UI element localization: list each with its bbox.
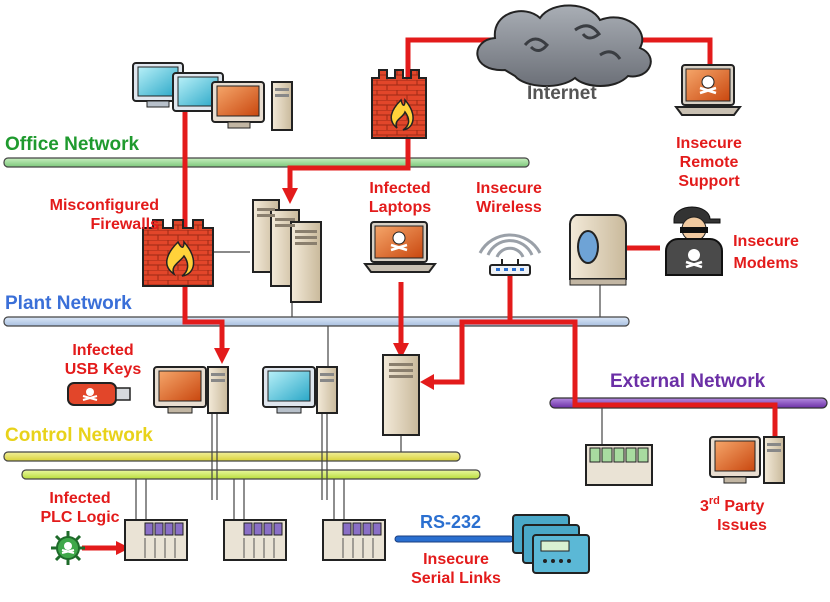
workstation-icon [153, 366, 229, 414]
threat-insecure-serial-links: Insecure Serial Links [411, 551, 501, 587]
cloud-icon [476, 4, 652, 88]
modem-icon [568, 214, 627, 286]
firewall-icon [371, 69, 427, 139]
plc-rack-icon [322, 519, 386, 561]
threat-third-party-issues: 3rd Party Issues [700, 495, 767, 534]
plc-rack-icon [223, 519, 287, 561]
threat-insecure-remote-support: Insecure Remote Support [676, 135, 742, 190]
svg-text:3rd Party: 3rd Party [700, 495, 764, 515]
workstation-icon [211, 81, 293, 131]
svg-text:Insecure: Insecure [676, 135, 742, 152]
workstation-icon [262, 366, 338, 414]
svg-text:Firewalls: Firewalls [91, 216, 160, 233]
svg-text:USB Keys: USB Keys [65, 361, 142, 378]
laptop-icon [674, 64, 742, 116]
internet-label: Internet [527, 83, 597, 104]
laptop-icon [363, 221, 437, 273]
rs232-label: RS-232 [420, 512, 481, 532]
plc-rack-icon [124, 519, 188, 561]
server-icon [382, 354, 420, 436]
threat-infected-usb-keys: Infected USB Keys [65, 342, 142, 378]
threat-infected-laptops: Infected Laptops [369, 180, 431, 216]
office-network-label: Office Network [5, 134, 140, 155]
hacker-icon [665, 206, 723, 276]
plc-rack-icon [585, 444, 653, 486]
svg-text:Infected: Infected [369, 180, 430, 197]
server-icon [252, 199, 322, 303]
svg-text:Misconfigured: Misconfigured [50, 197, 159, 214]
threat-insecure-modems: Insecure Modems [733, 233, 799, 272]
threat-misconfigured-firewalls: Misconfigured Firewalls [50, 197, 159, 233]
office-network-bus [3, 157, 530, 168]
control-network-bus-2 [21, 469, 481, 480]
workstation-icon [132, 62, 184, 108]
svg-text:Infected: Infected [72, 342, 133, 359]
svg-text:Laptops: Laptops [369, 199, 431, 216]
svg-text:Modems: Modems [734, 255, 799, 272]
svg-text:Infected: Infected [49, 490, 110, 507]
svg-text:Insecure: Insecure [476, 180, 542, 197]
plant-network-label: Plant Network [5, 293, 132, 314]
rs232-link [394, 535, 514, 543]
virus-icon [51, 531, 85, 565]
svg-text:Issues: Issues [717, 517, 767, 534]
firewall-icon [142, 219, 214, 287]
svg-text:Remote: Remote [680, 154, 739, 171]
external-network-label: External Network [610, 371, 766, 392]
svg-text:Insecure: Insecure [423, 551, 489, 568]
svg-text:Wireless: Wireless [476, 199, 542, 216]
workstation-icon [709, 436, 785, 484]
usb-key-icon [67, 382, 131, 406]
wireless-access-point-icon [478, 233, 542, 276]
svg-text:Serial Links: Serial Links [411, 570, 501, 587]
serial-device-icon [512, 514, 590, 574]
threat-insecure-wireless: Insecure Wireless [476, 180, 542, 216]
svg-text:PLC Logic: PLC Logic [40, 509, 119, 526]
drop-lines [135, 251, 603, 520]
control-network-bus-1 [3, 451, 461, 462]
threat-infected-plc-logic: Infected PLC Logic [40, 490, 119, 526]
svg-text:Support: Support [678, 173, 740, 190]
control-network-label: Control Network [5, 425, 153, 446]
svg-text:Insecure: Insecure [733, 233, 799, 250]
